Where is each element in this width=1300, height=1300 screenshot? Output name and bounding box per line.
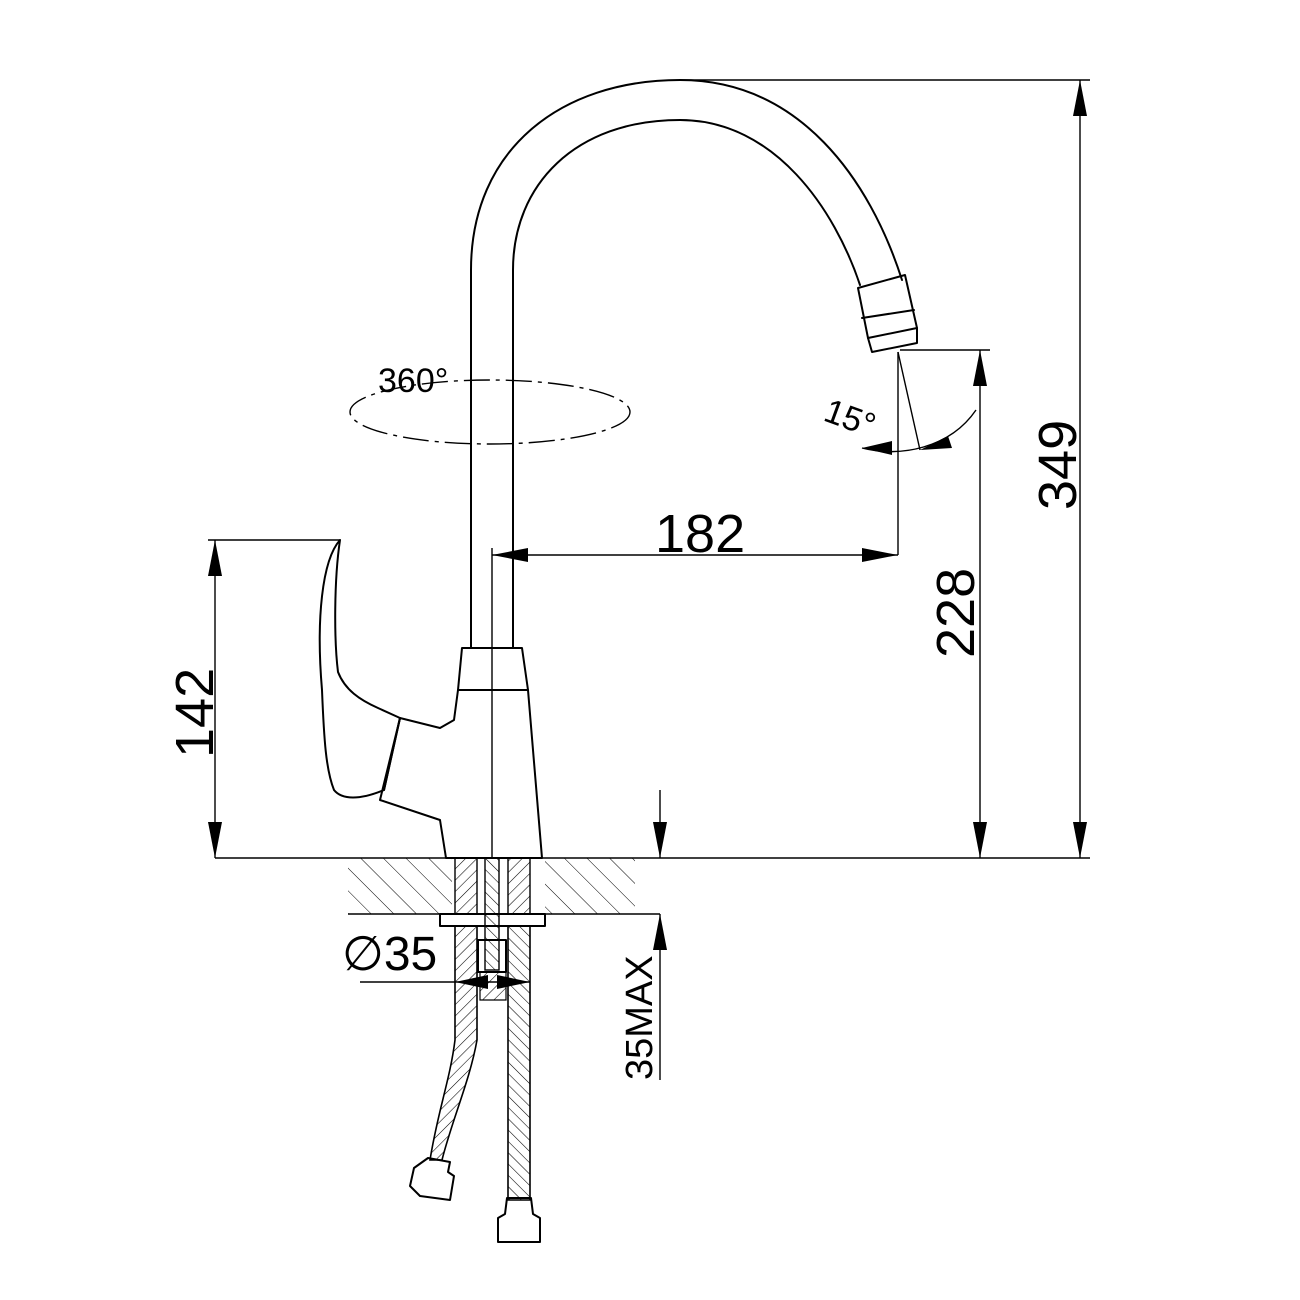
valve-body — [379, 689, 543, 859]
max-thickness-arrow-top — [653, 822, 667, 858]
max-thickness-label: 35MAX — [619, 955, 661, 1080]
handle-height-label: 142 — [165, 668, 225, 758]
reach-arrow-left — [492, 548, 528, 562]
reach-label: 182 — [655, 504, 745, 564]
washer-plate — [439, 913, 546, 927]
countertop-hatch-left — [348, 858, 452, 914]
aerator — [857, 274, 918, 339]
spout-height-label: 228 — [926, 568, 986, 658]
valve-collar — [457, 647, 529, 691]
hose-right — [507, 925, 531, 1201]
aerator-tip — [867, 327, 918, 353]
shank-left — [454, 857, 478, 915]
max-thickness-dimension: 35MAX — [619, 790, 667, 1080]
spray-angle-label: 15° — [819, 392, 880, 445]
max-thickness-arrow-bottom — [653, 914, 667, 950]
spout-inner — [512, 119, 861, 649]
spray-arrow-left — [862, 441, 892, 455]
faucet — [318, 79, 918, 1243]
hole-diameter-arrow-left — [455, 975, 488, 989]
spout-height-dimension: 228 — [900, 349, 990, 858]
spout-height-arrow-top — [973, 350, 987, 386]
total-height-dimension: 349 — [680, 79, 1090, 858]
shank-right — [507, 857, 531, 915]
swivel-ellipse — [349, 379, 631, 445]
countertop-section — [348, 858, 660, 915]
hole-diameter-arrow-right — [497, 975, 530, 989]
spray-angle-indicator: 15° — [819, 351, 977, 555]
hose-nut-left — [409, 1157, 455, 1201]
countertop-hatch-right — [545, 858, 635, 914]
spout-height-arrow-bottom — [973, 822, 987, 858]
handle-height-dimension: 142 — [165, 539, 340, 858]
spout-outer — [470, 79, 903, 649]
swivel-indicator: 360° — [349, 362, 631, 445]
swivel-label: 360° — [378, 362, 448, 400]
reach-arrow-right — [862, 548, 898, 562]
total-height-arrow-top — [1073, 80, 1087, 116]
lever-joint — [383, 717, 401, 791]
hole-diameter-dimension: ∅35 — [342, 928, 530, 989]
total-height-label: 349 — [1028, 420, 1088, 510]
handle-height-arrow-bottom — [208, 822, 222, 858]
total-height-arrow-bottom — [1073, 822, 1087, 858]
spray-axis-tilted — [897, 351, 921, 451]
spray-arrow-right — [920, 436, 952, 450]
lever-handle — [318, 539, 401, 799]
handle-height-arrow-top — [208, 540, 222, 576]
aerator-ring — [861, 309, 915, 319]
hose-nut-right — [497, 1197, 541, 1243]
hole-diameter-label: ∅35 — [342, 928, 437, 981]
reach-dimension: 182 — [491, 504, 898, 858]
